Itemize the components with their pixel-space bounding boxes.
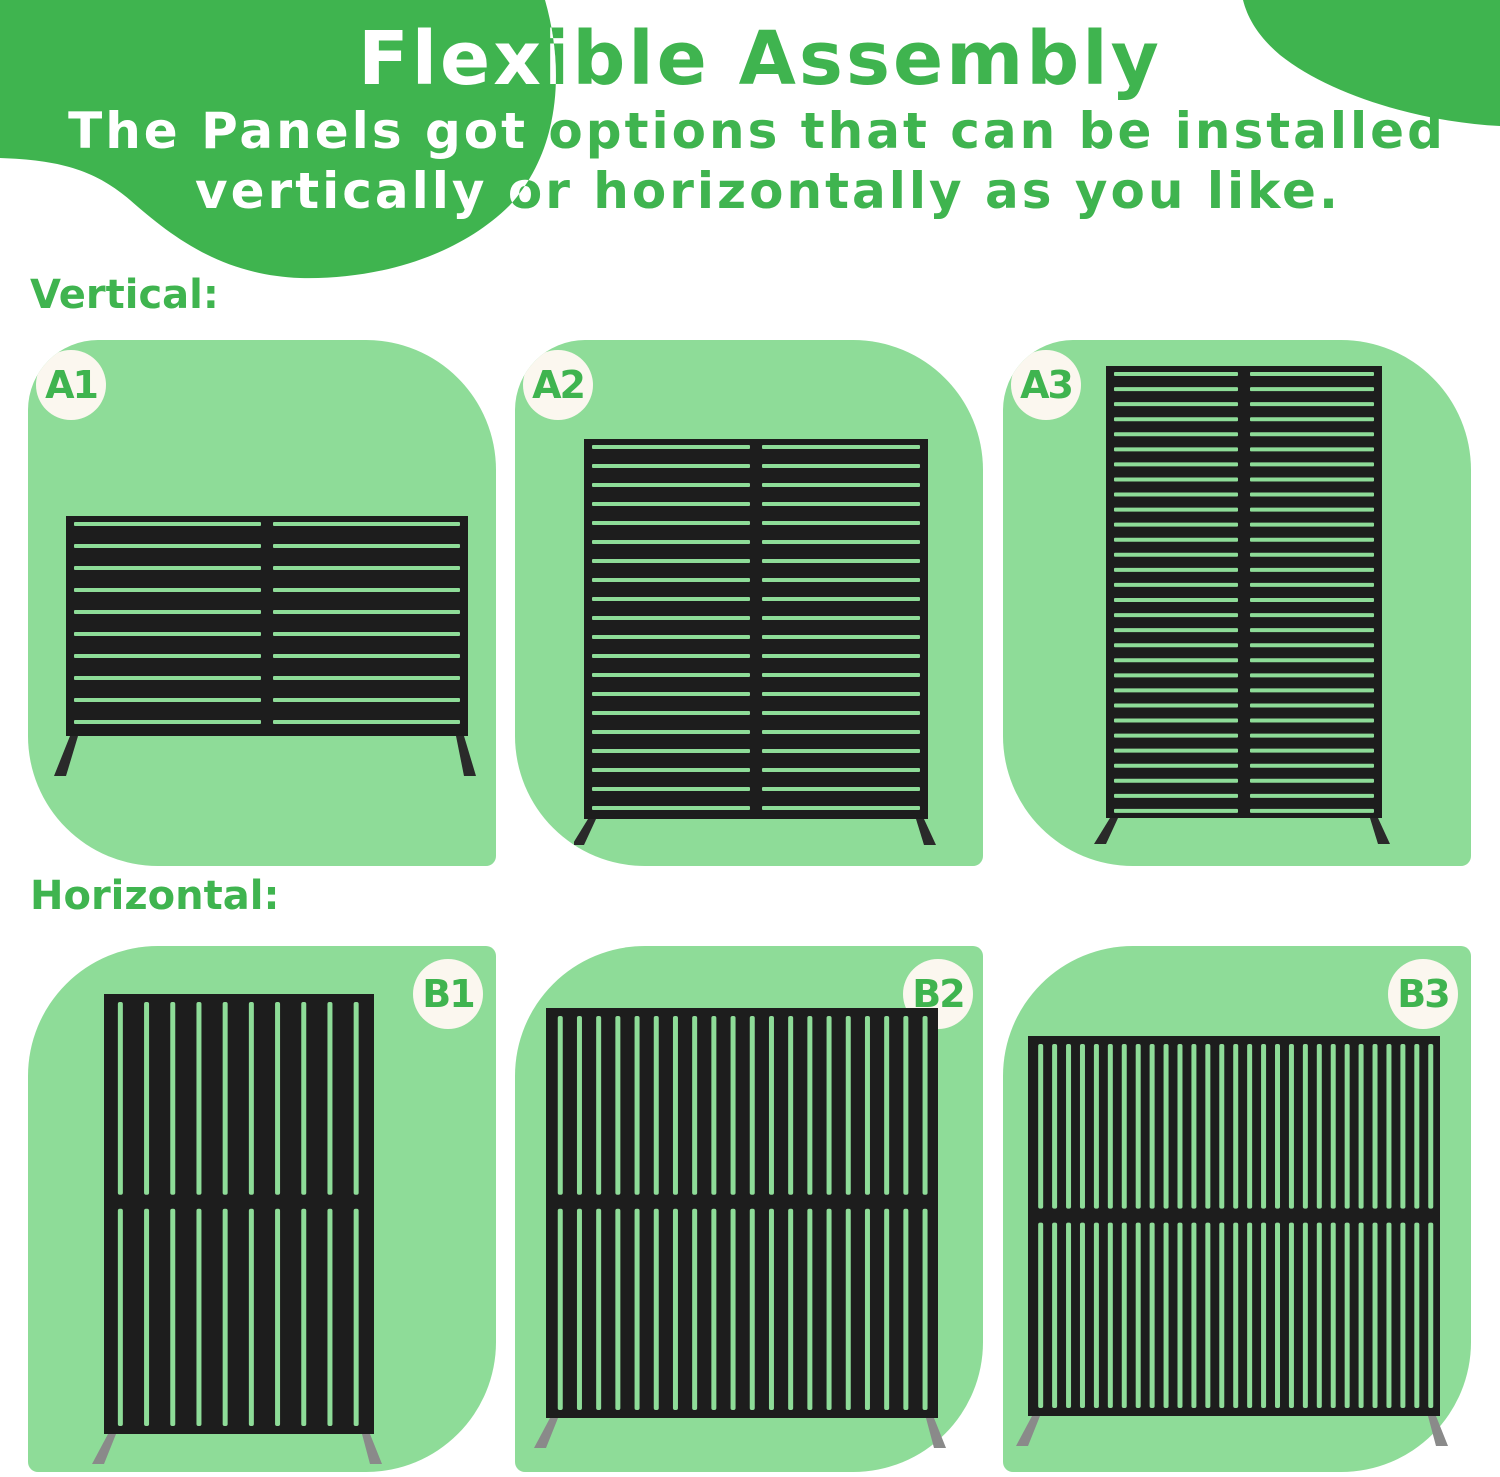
option-badge: B1: [413, 959, 483, 1029]
header-text: Flexible Assembly The Panels got options…: [68, 16, 1446, 220]
decorative-green-blob-right: [1243, 0, 1500, 126]
privacy-screen-panel-b3: [1016, 1036, 1448, 1446]
option-badge: A3: [1011, 350, 1081, 420]
option-badge: B3: [1388, 959, 1458, 1029]
privacy-screen-panel-a2: [574, 439, 936, 845]
privacy-screen-panel-b2: [534, 1008, 946, 1448]
privacy-screen-panel-a1: [54, 516, 476, 776]
svg-text:Flexible Assembly: Flexible Assembly: [358, 16, 1162, 102]
header: Flexible Assembly The Panels got options…: [0, 0, 1500, 240]
privacy-screen-panel-b1: [92, 994, 382, 1464]
option-badge: A2: [523, 350, 593, 420]
section-label-horizontal: Horizontal:: [30, 873, 280, 919]
section-label-vertical: Vertical:: [30, 272, 219, 318]
svg-text:vertically or horizontally as: vertically or horizontally as you like.: [195, 162, 1341, 220]
privacy-screen-panel-a3: [1094, 366, 1390, 844]
option-badge: A1: [36, 350, 106, 420]
decorative-green-blob-left: [0, 0, 1500, 279]
svg-text:The Panels got options that ca: The Panels got options that can be insta…: [68, 102, 1446, 160]
